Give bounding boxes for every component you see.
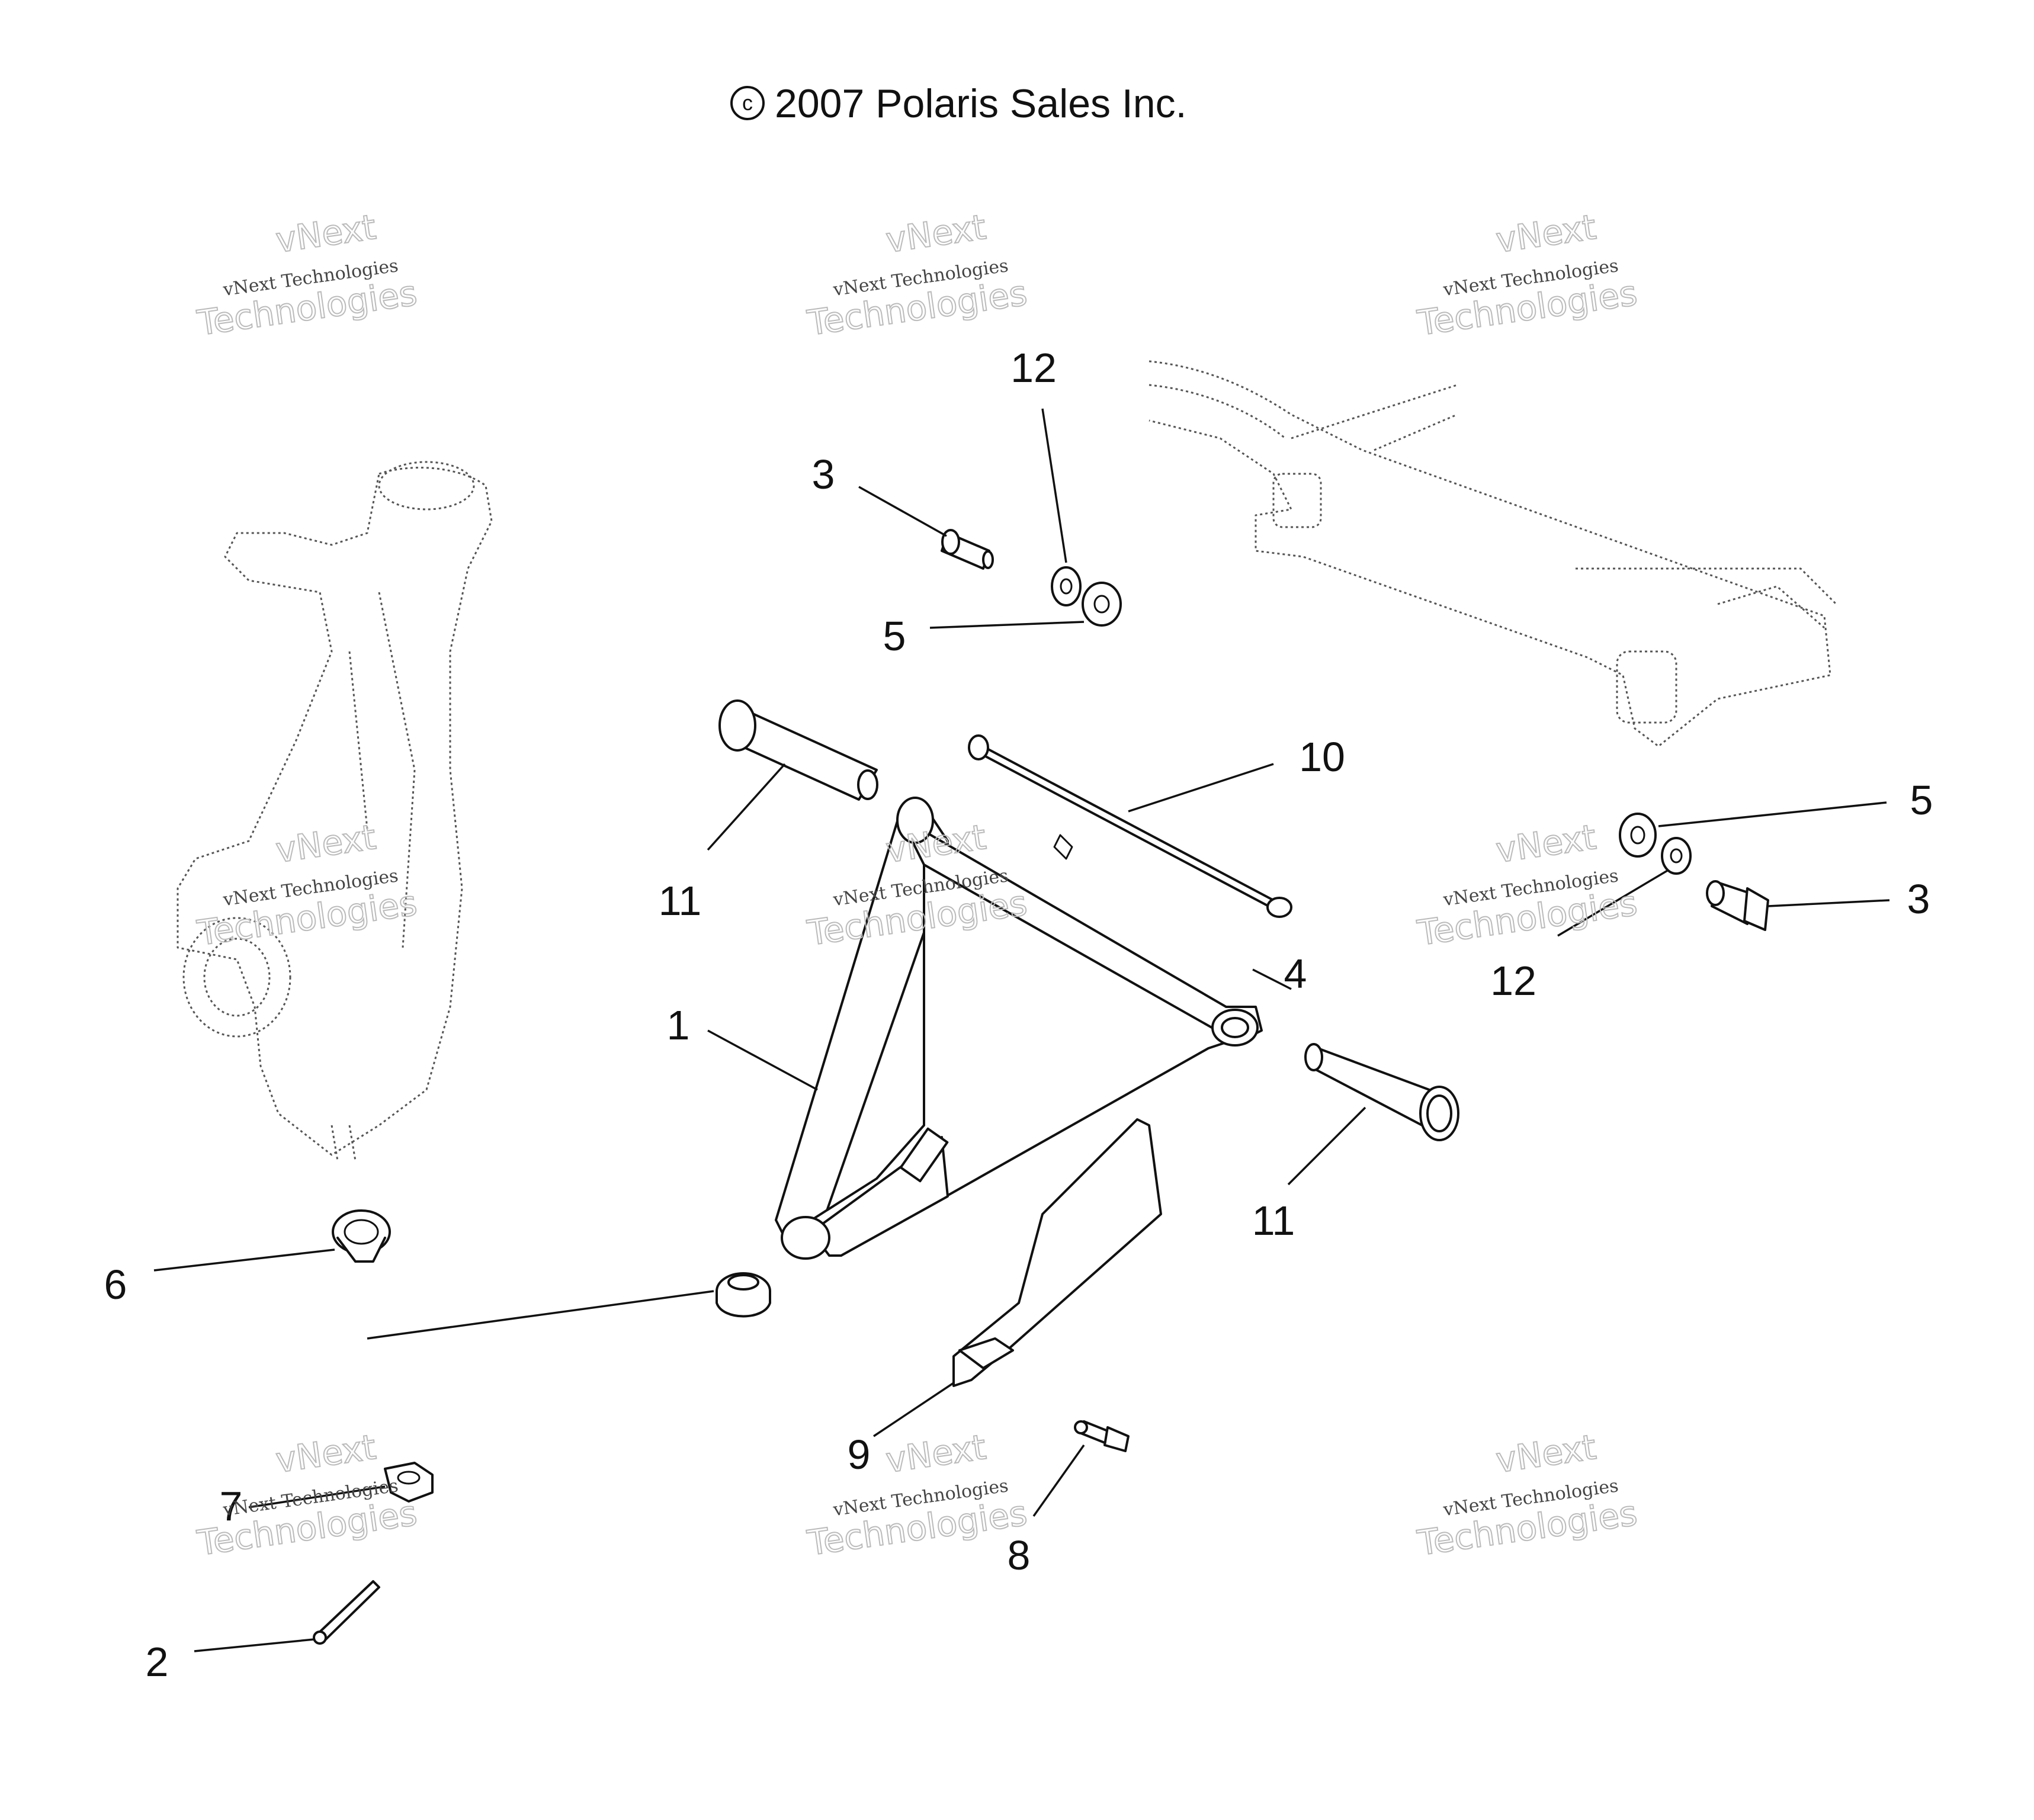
watermark: vNext vNext Technologies Technologies	[194, 816, 420, 954]
leader-11-lower	[1287, 1106, 1366, 1186]
bolt-upper	[941, 529, 994, 570]
callout-12-right: 12	[1490, 958, 1536, 1004]
leader-10	[1128, 763, 1274, 813]
watermark: vNext vNext Technologies Technologies	[804, 206, 1030, 344]
steering-knuckle-ghost	[177, 461, 493, 1161]
washer-12-right-hole	[1670, 848, 1683, 864]
bolt-right	[1706, 880, 1769, 931]
washer-5-right	[1619, 813, 1657, 858]
washer-12-right	[1661, 837, 1692, 875]
callout-6: 6	[104, 1262, 127, 1308]
svg-text:vNext: vNext	[1494, 1427, 1599, 1481]
copyright-text: 2007 Polaris Sales Inc.	[775, 81, 1187, 126]
leader-ball-joint	[367, 1290, 714, 1340]
leader-1	[707, 1029, 818, 1091]
svg-text:vNext: vNext	[274, 817, 378, 871]
copyright-symbol-letter: c	[742, 91, 753, 115]
callout-5-upper: 5	[883, 613, 906, 659]
callout-4: 4	[1284, 951, 1307, 997]
callout-10: 10	[1299, 734, 1345, 780]
callout-2: 2	[146, 1639, 169, 1685]
leader-6	[153, 1248, 335, 1272]
svg-text:vNext: vNext	[884, 207, 989, 261]
washer-5-upper-hole	[1093, 595, 1110, 614]
cotter-pin	[313, 1580, 380, 1645]
washer-12-upper-hole	[1060, 578, 1073, 595]
watermark: vNext vNext Technologies Technologies	[1414, 816, 1640, 954]
washer-12-upper	[1051, 566, 1082, 606]
copyright-notice: c 2007 Polaris Sales Inc.	[730, 81, 1187, 126]
callout-11-lower: 11	[1252, 1198, 1295, 1244]
leader-12-upper	[1041, 408, 1067, 563]
a-arm-guard	[952, 1118, 1162, 1387]
callout-7: 7	[220, 1483, 243, 1529]
svg-text:vNext: vNext	[274, 207, 378, 261]
frame-ghost	[1148, 360, 1837, 747]
castle-nut	[384, 1462, 434, 1503]
callout-12-upper: 12	[1010, 345, 1057, 391]
a-arm	[775, 797, 1263, 1260]
callout-11-upper: 11	[659, 878, 702, 924]
leader-lines	[153, 408, 1890, 1652]
leader-4	[1252, 968, 1292, 990]
leader-5-upper	[929, 621, 1085, 629]
watermark-grid: vNext vNext Technologies Technologies vN…	[194, 206, 1640, 1564]
callout-9: 9	[848, 1431, 871, 1478]
leader-5-right	[1658, 801, 1887, 827]
callout-8: 8	[1008, 1532, 1031, 1578]
svg-text:vNext: vNext	[1494, 817, 1599, 871]
watermark: vNext vNext Technologies Technologies	[1414, 1426, 1640, 1564]
watermark: vNext vNext Technologies Technologies	[804, 1426, 1030, 1564]
leader-7	[248, 1485, 386, 1508]
leader-3-upper	[858, 486, 947, 537]
svg-text:vNext: vNext	[884, 1427, 989, 1481]
copyright-symbol-icon	[730, 86, 765, 120]
callout-3-upper: 3	[812, 451, 835, 497]
callout-1: 1	[667, 1002, 690, 1048]
watermark: vNext vNext Technologies Technologies	[1414, 206, 1640, 344]
callout-5-right: 5	[1910, 777, 1933, 823]
ball-joint	[716, 1272, 771, 1318]
leader-12-right	[1557, 869, 1668, 937]
leader-8	[1032, 1444, 1085, 1517]
callout-labels: 12 3 5 10 5 11 3 4 12 1 11 6 9 7 8 2	[104, 345, 1933, 1685]
bushing-upper	[718, 699, 878, 801]
washer-5-right-hole	[1630, 826, 1645, 845]
bolt-guard	[1074, 1420, 1130, 1452]
watermark: vNext vNext Technologies Technologies	[194, 206, 420, 344]
dust-boot	[332, 1209, 391, 1263]
pivot-tube	[968, 734, 1292, 918]
callout-3-right: 3	[1907, 876, 1930, 922]
grease-fitting-icon	[1053, 834, 1073, 860]
leader-9	[873, 1382, 954, 1437]
washer-5-upper	[1082, 582, 1122, 627]
svg-text:vNext: vNext	[274, 1427, 378, 1481]
svg-text:vNext: vNext	[1494, 207, 1599, 261]
leader-2	[194, 1638, 315, 1652]
leader-11-upper	[707, 763, 786, 851]
bushing-lower	[1304, 1043, 1459, 1141]
leader-3-right	[1767, 899, 1890, 907]
